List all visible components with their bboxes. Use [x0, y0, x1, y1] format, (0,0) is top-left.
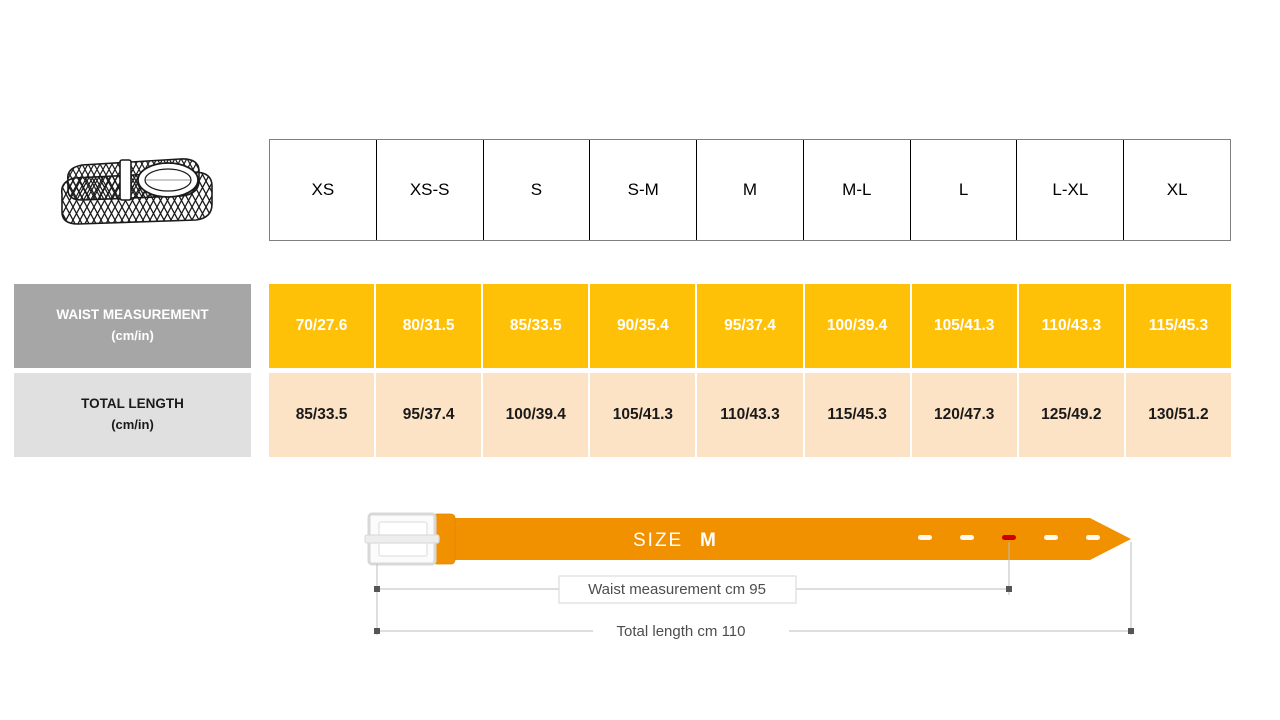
total-length-dimension-line: Total length cm 110: [374, 619, 1134, 643]
waist-value-2: 85/33.5: [483, 284, 591, 368]
waist-value-8: 115/45.3: [1125, 284, 1231, 368]
size-header-cell-3: S-M: [590, 140, 698, 240]
waist-measurement-row: WAIST MEASUREMENT (cm/in) 70/27.6 80/31.…: [14, 284, 1231, 368]
total-length-label: TOTAL LENGTH (cm/in): [14, 373, 251, 457]
waist-value-0: 70/27.6: [269, 284, 377, 368]
waist-value-5: 100/39.4: [804, 284, 912, 368]
belt-buckle-icon: [364, 512, 440, 566]
belt-measurement-diagram: SIZE M Waist measurement cm 95: [355, 500, 1155, 660]
size-header-cell-4: M: [697, 140, 804, 240]
waist-label-title: WAIST MEASUREMENT: [56, 307, 209, 323]
belt-size-value: M: [700, 530, 716, 551]
waist-dimension-label: Waist measurement cm 95: [588, 581, 766, 598]
size-header-cell-1: XS-S: [377, 140, 484, 240]
total-length-value-3: 105/41.3: [590, 373, 698, 457]
total-length-value-0: 85/33.5: [269, 373, 377, 457]
total-length-row: TOTAL LENGTH (cm/in) 85/33.5 95/37.4 100…: [14, 373, 1231, 457]
size-header-table: XS XS-S S S-M M M-L L L-XL XL: [269, 139, 1231, 241]
row-gap: [251, 284, 269, 368]
total-length-label-unit: (cm/in): [111, 417, 154, 433]
belt-strap: [432, 513, 1131, 565]
total-length-value-7: 125/49.2: [1018, 373, 1126, 457]
waist-label-unit: (cm/in): [111, 328, 154, 344]
size-header-cell-6: L: [911, 140, 1018, 240]
size-header-cell-2: S: [484, 140, 591, 240]
total-length-value-1: 95/37.4: [376, 373, 484, 457]
row-gap: [251, 373, 269, 457]
waist-value-3: 90/35.4: [590, 284, 698, 368]
waist-dimension-line: Waist measurement cm 95: [374, 575, 1012, 604]
waist-value-7: 110/43.3: [1018, 284, 1126, 368]
total-length-value-2: 100/39.4: [483, 373, 591, 457]
belt-holes: [918, 535, 1100, 540]
waist-value-cells: 70/27.6 80/31.5 85/33.5 90/35.4 95/37.4 …: [269, 284, 1231, 368]
size-header-cell-8: XL: [1166, 180, 1188, 199]
braided-belt-illustration: [52, 142, 222, 242]
total-length-value-8: 130/51.2: [1125, 373, 1231, 457]
waist-value-6: 105/41.3: [911, 284, 1019, 368]
size-header-cell-7: L-XL: [1017, 140, 1125, 240]
waist-value-4: 95/37.4: [697, 284, 805, 368]
total-length-value-6: 120/47.3: [911, 373, 1019, 457]
size-header-cell-0: XS: [270, 140, 377, 240]
belt-size-word: SIZE: [633, 530, 683, 551]
total-length-value-cells: 85/33.5 95/37.4 100/39.4 105/41.3 110/43…: [269, 373, 1231, 457]
size-header-cell-5: M-L: [804, 140, 911, 240]
total-length-dimension-label: Total length cm 110: [617, 623, 746, 640]
waist-measurement-label: WAIST MEASUREMENT (cm/in): [14, 284, 251, 368]
total-length-label-title: TOTAL LENGTH: [81, 396, 184, 412]
total-length-value-4: 110/43.3: [697, 373, 805, 457]
belt-hole-highlighted: [1002, 535, 1016, 540]
total-length-value-5: 115/45.3: [804, 373, 912, 457]
waist-value-1: 80/31.5: [376, 284, 484, 368]
